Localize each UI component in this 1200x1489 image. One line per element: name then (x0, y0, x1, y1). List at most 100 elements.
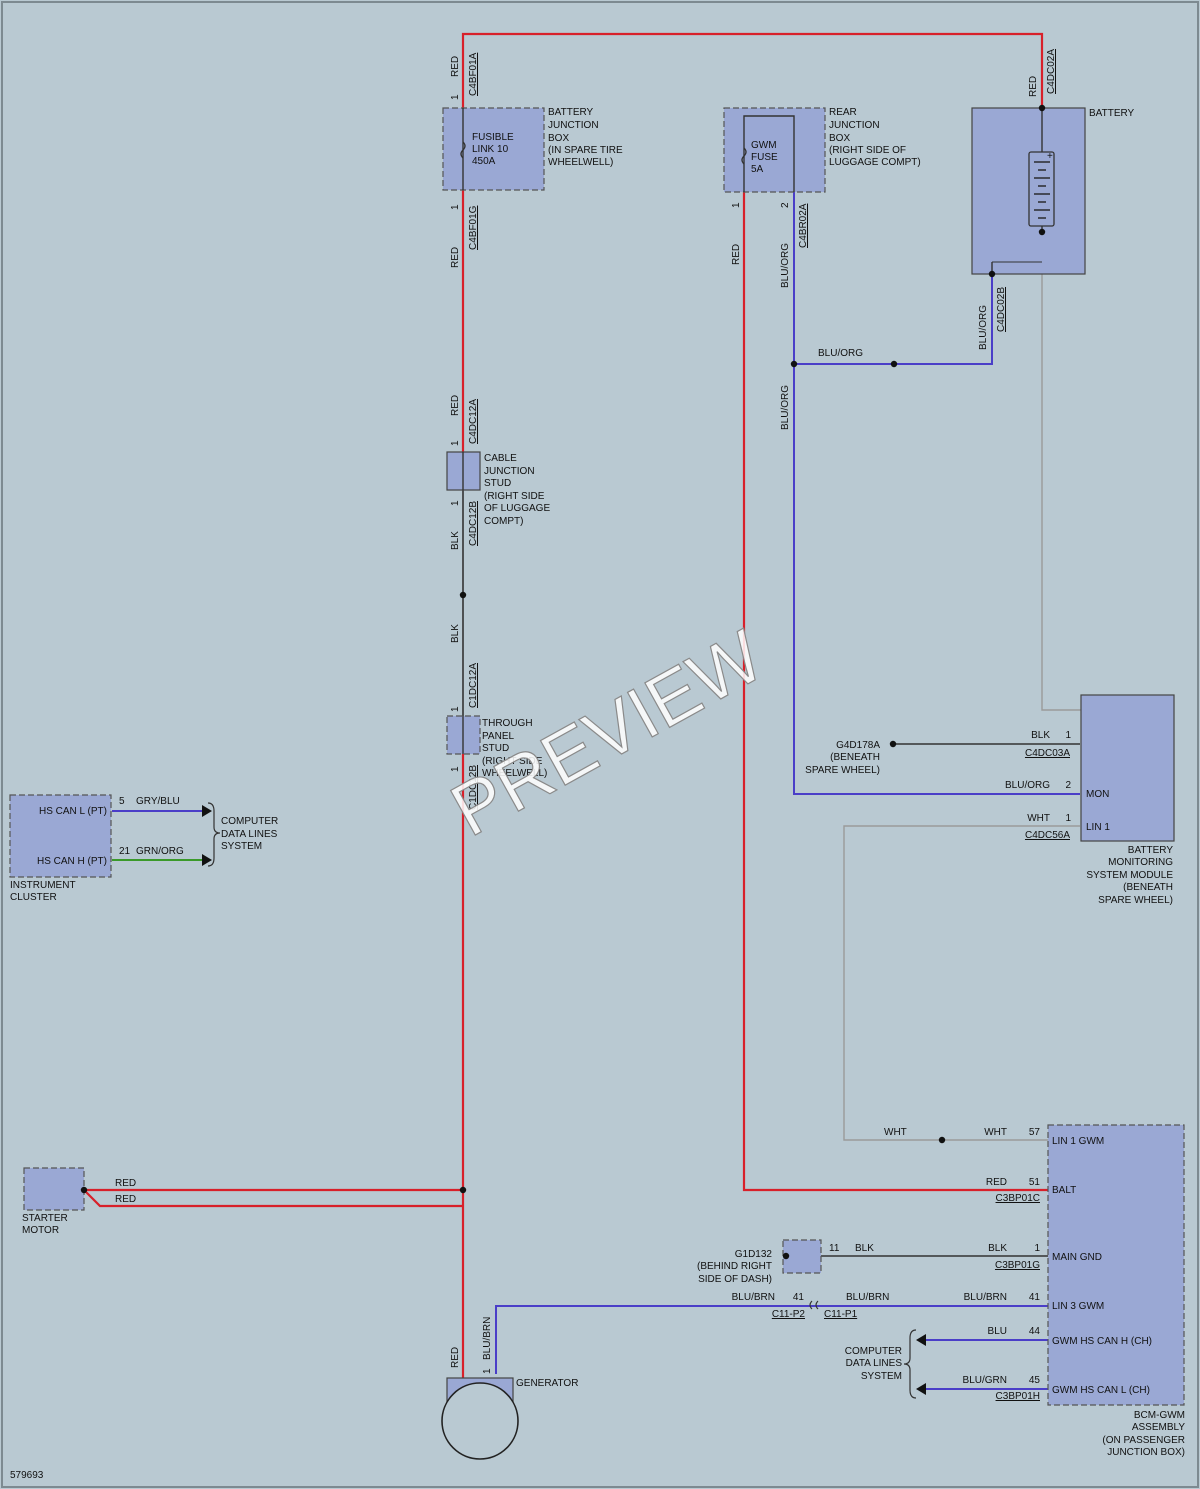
bjb-label-2: JUNCTION (548, 120, 599, 131)
conn-c4dc02a: C4DC02A (1046, 49, 1057, 94)
junction-dot (889, 740, 897, 748)
pin-11: 11 (829, 1243, 840, 1254)
junction-dot (1038, 228, 1046, 236)
arrow-icon (202, 805, 212, 817)
bjb-label-5: WHEELWELL) (548, 157, 613, 168)
pin-41-b: 41 (1029, 1292, 1041, 1303)
wire-wht-lin1 (843, 825, 1080, 1141)
pin-41-a: 41 (793, 1292, 805, 1303)
junction-dot (1038, 104, 1046, 112)
wire-label-blubrn-3: BLU/BRN (964, 1292, 1007, 1303)
pin-1-maingnd: 1 (1034, 1243, 1040, 1254)
starter-label-2: MOTOR (22, 1225, 59, 1236)
battery-plus-sign: + (1047, 151, 1053, 162)
conn-c4dc12a: C4DC12A (468, 399, 479, 444)
bms-pin-mon: MON (1086, 789, 1109, 800)
wire-blubrn-lin3 (495, 1305, 1048, 1374)
bms-label-1: BATTERY (1128, 845, 1174, 856)
conn-c4dc02b: C4DC02B (996, 287, 1007, 332)
g1d132-label-2: (BEHIND RIGHT (697, 1261, 772, 1272)
bjb-label-3: BOX (548, 133, 569, 144)
pin-1-v5: 1 (450, 706, 461, 712)
pin-2-mon: 2 (1065, 780, 1071, 791)
fusible-label-2: LINK 10 (472, 144, 509, 155)
wire-red-top (461, 32, 1044, 108)
conn-c4bf01a: C4BF01A (468, 52, 479, 96)
diagram-id: 579693 (10, 1470, 44, 1481)
cjs-label-1: CABLE (484, 453, 517, 464)
ground-block-g1d132 (782, 1239, 822, 1274)
bcm-pin-balt: BALT (1052, 1185, 1076, 1196)
bms-module-box (1080, 694, 1175, 842)
ic-pin-hs-can-h: HS CAN H (PT) (37, 856, 107, 867)
wire-label-red-v3: RED (450, 395, 461, 416)
conn-c4dc03a: C4DC03A (1025, 748, 1070, 759)
conn-c11-p2: C11-P2 (772, 1309, 806, 1320)
wire-label-red-battery: RED (1028, 76, 1039, 97)
wire-label-blk-v2: BLK (450, 624, 461, 643)
conn-c3bp01h: C3BP01H (996, 1391, 1040, 1402)
wire-label-blubrn-2: BLU/BRN (846, 1292, 889, 1303)
generator-icon (441, 1382, 519, 1460)
conn-c11-p1: C11-P1 (824, 1309, 858, 1320)
wire-label-bluorg-mon: BLU/ORG (1005, 780, 1050, 791)
g4d178a-label-1: G4D178A (836, 740, 880, 751)
arrow-icon (916, 1383, 926, 1395)
bcm-gwm-box (1047, 1124, 1185, 1406)
conn-c3bp01c: C3BP01C (996, 1193, 1040, 1204)
conn-c3bp01g: C3BP01G (995, 1260, 1040, 1271)
tps-label-2: PANEL (482, 731, 514, 742)
conn-c4dc56a: C4DC56A (1025, 830, 1070, 841)
wire-label-blubrn-1: BLU/BRN (732, 1292, 775, 1303)
wire-label-blk-v1: BLK (450, 531, 461, 550)
wire-label-bluorg-v2: BLU/ORG (780, 385, 791, 430)
pin-1-v6: 1 (450, 766, 461, 772)
wire-label-blubrn-gen: BLU/BRN (482, 1317, 493, 1360)
junction-dot (938, 1136, 946, 1144)
cjs-label-3: STUD (484, 478, 511, 489)
fusible-label-3: 450A (472, 156, 496, 167)
battery-junction-box (442, 107, 545, 191)
battery-cell-icon (1028, 151, 1055, 227)
conn-c4bf01g: C4BF01G (468, 205, 479, 250)
wire-label-red-v2: RED (450, 247, 461, 268)
bms-pin-lin1: LIN 1 (1086, 822, 1110, 833)
cjs-label-5: OF LUGGAGE (484, 503, 550, 514)
pin-45: 45 (1029, 1375, 1041, 1386)
junction-dot (988, 270, 996, 278)
wire-label-red-starter-2: RED (115, 1194, 136, 1205)
wire-label-gry-blu: GRY/BLU (136, 796, 180, 807)
pin-1-gen: 1 (482, 1368, 493, 1374)
cdl2-label-2: DATA LINES (846, 1358, 903, 1369)
pin-51: 51 (1029, 1177, 1041, 1188)
ic-pin-hs-can-l: HS CAN L (PT) (39, 806, 107, 817)
conn-c1dc12a: C1DC12A (468, 663, 479, 708)
wire-label-wht-2: WHT (984, 1127, 1007, 1138)
arrow-icon (202, 854, 212, 866)
junction-dot (890, 360, 898, 368)
pin-1-v4: 1 (450, 500, 461, 506)
junction-dot (790, 360, 798, 368)
wire-bluorg-to-battery (794, 274, 993, 365)
cjs-label-4: (RIGHT SIDE (484, 491, 545, 502)
pin-1-lin1: 1 (1065, 813, 1071, 824)
instrument-cluster-box (9, 794, 112, 878)
junction-dot (459, 1186, 467, 1194)
wire-label-red-rjb: RED (731, 244, 742, 265)
cdl2-label-3: SYSTEM (861, 1371, 902, 1382)
tps-label-3: STUD (482, 743, 509, 754)
bracket-icon (903, 1329, 917, 1399)
vertical-labels: RED 1 C4BF01A 1 C4BF01G RED RED 1 C4DC12… (450, 49, 1057, 1374)
ic-label-2: CLUSTER (10, 892, 57, 903)
wire-label-blu: BLU (988, 1326, 1007, 1337)
pin-1-rjb: 1 (731, 202, 742, 208)
cdl1-label-3: SYSTEM (221, 841, 262, 852)
wire-bluorg-to-mon (793, 192, 1080, 795)
bcm-label-2: ASSEMBLY (1132, 1422, 1185, 1433)
wire-label-red-balt: RED (986, 1177, 1007, 1188)
pin-44: 44 (1029, 1326, 1041, 1337)
gwm-fuse-label-2: FUSE (751, 152, 778, 163)
wire-label-bluorg-horizontal: BLU/ORG (818, 348, 863, 359)
